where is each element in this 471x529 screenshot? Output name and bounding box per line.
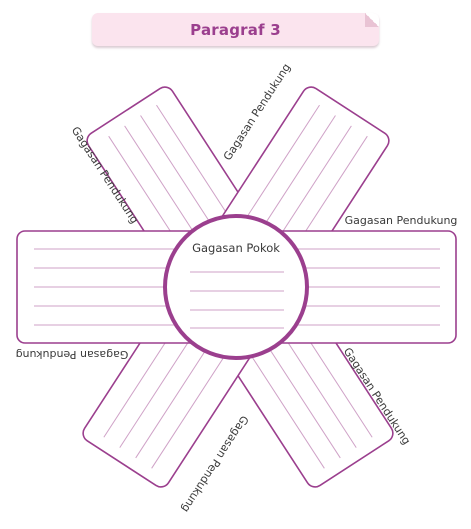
- page-title: Paragraf 3: [190, 20, 281, 39]
- arm-label-left: Gagasan Pendukung: [16, 348, 129, 361]
- center-node: Gagasan Pokok: [163, 214, 309, 360]
- arm-label-right: Gagasan Pendukung: [345, 214, 458, 227]
- center-node-label: Gagasan Pokok: [192, 241, 280, 255]
- title-tab: Paragraf 3: [92, 13, 379, 46]
- folded-corner: [365, 13, 379, 27]
